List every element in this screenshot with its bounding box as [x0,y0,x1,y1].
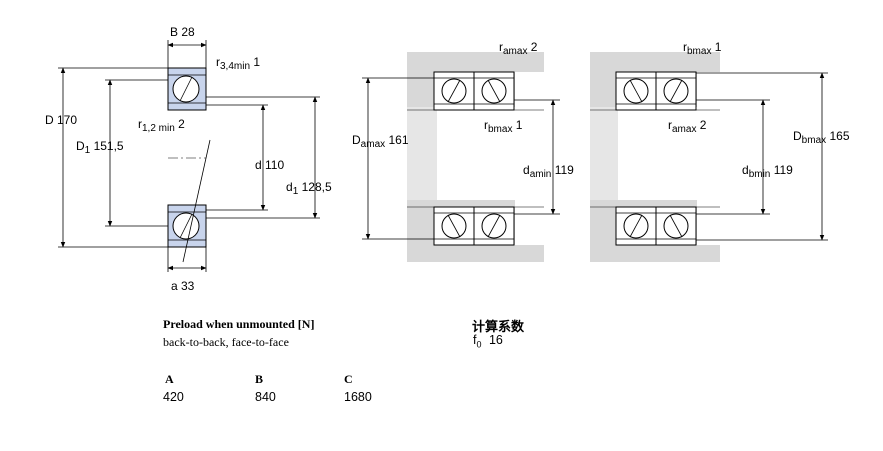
preload-subtitle: back-to-back, face-to-face [163,335,289,349]
r34-label: r3,4min 1 [216,55,260,72]
r12-label: r1,2 min 2 [138,117,185,134]
Dbmax-label: Dbmax 165 [793,129,850,146]
preload-value-b: 840 [255,390,276,404]
dim-d-label: d 110 [255,158,284,172]
preload-header-b: B [255,372,264,386]
preload-title: Preload when unmounted [N] [163,317,315,331]
dim-B-label: B 28 [170,25,195,39]
factor-row: f0 16 [473,333,503,350]
ramax-right-label: ramax 2 [668,118,707,135]
dim-D-label: D 170 [45,113,77,127]
Damax-label: Damax 161 [352,133,409,150]
single-bearing-section [167,67,211,263]
factor-title: 计算系数 [472,319,525,334]
factor-value: 16 [488,333,503,347]
left-dimension-arrows [60,42,318,271]
dim-D1-label: D1 151,5 [76,139,124,156]
dbmin-label: dbmin 119 [742,163,793,180]
preload-value-a: 420 [163,390,184,404]
arrangement-face-to-face [590,52,828,262]
dim-d1-label: d1 128,5 [286,180,332,197]
rbmax-left-label: rbmax 1 [484,118,523,135]
preload-header-a: A [165,372,174,386]
preload-header-c: C [344,372,353,386]
dim-a-label: a 33 [171,279,195,293]
bearing-dimension-drawing: B 28 a 33 D 170 D1 151,5 d 110 d1 128,5 … [45,25,850,293]
damin-label: damin 119 [523,163,574,180]
arrangement-back-to-back [362,52,560,262]
factor-label-sub: 0 [476,339,482,350]
factor-label: f [473,333,477,347]
preload-value-c: 1680 [344,390,372,404]
